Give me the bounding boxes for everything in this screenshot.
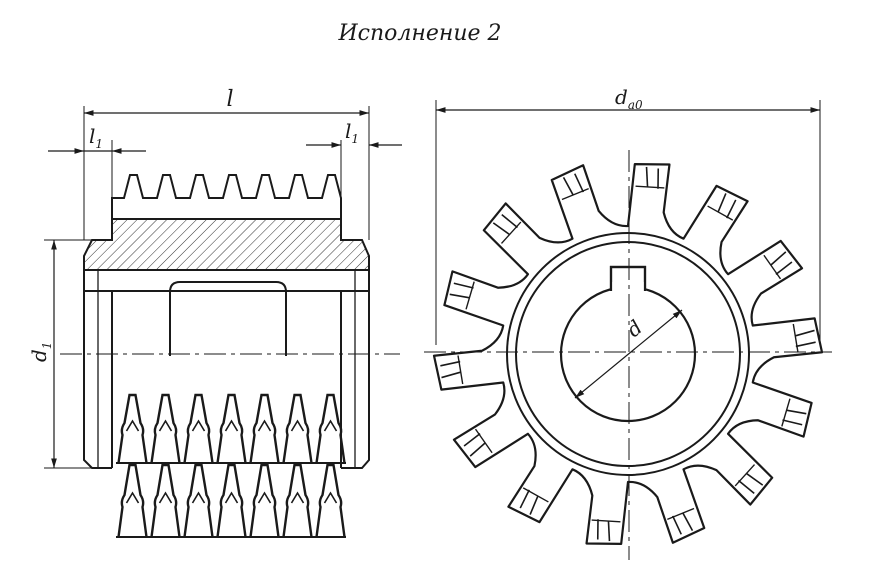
label-l1-right: l1: [345, 119, 359, 146]
thread-tooth: [183, 393, 214, 464]
tooth-relief-line: [449, 293, 470, 299]
label-d1: d1: [27, 342, 54, 362]
thread-tooth: [315, 393, 346, 464]
tooth-land-line: [763, 254, 782, 280]
label-l: l: [226, 87, 233, 112]
tooth-land-line: [474, 428, 493, 454]
thread-rows: [116, 393, 346, 538]
hub-inner-circle: [515, 241, 741, 467]
cutter-body: [83, 270, 370, 469]
thread-tooth-edge: [191, 419, 206, 432]
gear-outline: [432, 163, 824, 545]
thread-tooth: [183, 463, 214, 538]
gear-teeth: [432, 163, 824, 545]
front-view: d da0: [424, 85, 832, 560]
tooth-land-line: [522, 487, 549, 503]
thread-tooth-edge: [257, 419, 272, 432]
tooth-relief-line: [726, 199, 737, 219]
dim-line-d: [574, 309, 683, 399]
tooth-relief-line: [562, 177, 574, 196]
thread-tooth-edge: [191, 491, 206, 504]
thread-tooth-edge: [224, 419, 239, 432]
tooth-relief-line: [441, 371, 462, 379]
thread-tooth-edge: [323, 491, 338, 504]
tooth-relief-line: [645, 166, 649, 188]
side-view: l l1 l1 d1: [27, 87, 402, 538]
label-l1-left: l1: [89, 124, 103, 151]
thread-tooth: [150, 393, 181, 464]
tooth-relief-line: [745, 472, 764, 486]
tooth-relief-line: [453, 282, 474, 289]
tooth-land-line: [457, 355, 464, 385]
tooth-relief-line: [794, 329, 815, 337]
tooth-land-line: [667, 507, 695, 521]
thread-tooth: [117, 463, 148, 538]
tooth-relief-line: [440, 360, 461, 367]
tooth-relief-line: [492, 222, 511, 236]
tooth-relief-line: [574, 173, 585, 193]
tooth-relief-line: [469, 442, 486, 457]
thread-tooth: [282, 393, 313, 464]
thread-tooth: [282, 463, 313, 538]
thread-tooth-edge: [158, 491, 173, 504]
thread-tooth-edge: [158, 419, 173, 432]
tooth-land-line: [792, 323, 799, 353]
tooth-land-line: [465, 281, 475, 310]
thread-tooth: [117, 393, 148, 464]
thread-tooth: [216, 393, 247, 464]
thread-tooth: [216, 463, 247, 538]
thread-tooth-edge: [125, 419, 140, 432]
tooth-relief-line: [786, 409, 807, 415]
thread-tooth-edge: [323, 419, 338, 432]
tooth-relief-line: [795, 341, 816, 348]
tooth-land-line: [561, 187, 589, 201]
thread-tooth-edge: [224, 491, 239, 504]
tooth-relief-line: [463, 432, 481, 447]
thread-profile-top: [111, 174, 342, 219]
thread-tooth-edge: [290, 419, 305, 432]
hub-outer-circle: [506, 232, 750, 476]
drawing-title: Исполнение 2: [337, 21, 501, 46]
thread-tooth-edge: [125, 491, 140, 504]
tooth-relief-line: [529, 495, 539, 515]
tooth-relief-line: [782, 419, 803, 426]
tooth-land-line: [707, 205, 734, 221]
thread-tooth: [249, 463, 280, 538]
tooth-relief-line: [671, 515, 682, 535]
tooth-land-line: [591, 519, 621, 523]
tooth-relief-line: [770, 251, 787, 266]
thread-tooth-edge: [257, 491, 272, 504]
tooth-land-line: [500, 221, 522, 244]
tooth-land-line: [781, 398, 791, 427]
tooth-relief-line: [717, 193, 727, 213]
label-da0: da0: [615, 85, 643, 112]
tooth-relief-line: [501, 214, 518, 229]
keyway-side: [169, 281, 287, 356]
tooth-relief-line: [607, 520, 611, 542]
section-hatch: [83, 218, 370, 271]
thread-tooth: [150, 463, 181, 538]
thread-tooth: [315, 463, 346, 538]
label-d: d: [622, 315, 647, 342]
tooth-land-line: [635, 185, 665, 189]
tooth-relief-line: [519, 489, 530, 509]
tooth-relief-line: [775, 261, 793, 276]
thread-tooth-edge: [290, 491, 305, 504]
tooth-relief-line: [682, 512, 694, 531]
thread-tooth: [249, 393, 280, 464]
tooth-relief-line: [738, 479, 755, 494]
tooth-land-line: [734, 464, 756, 487]
